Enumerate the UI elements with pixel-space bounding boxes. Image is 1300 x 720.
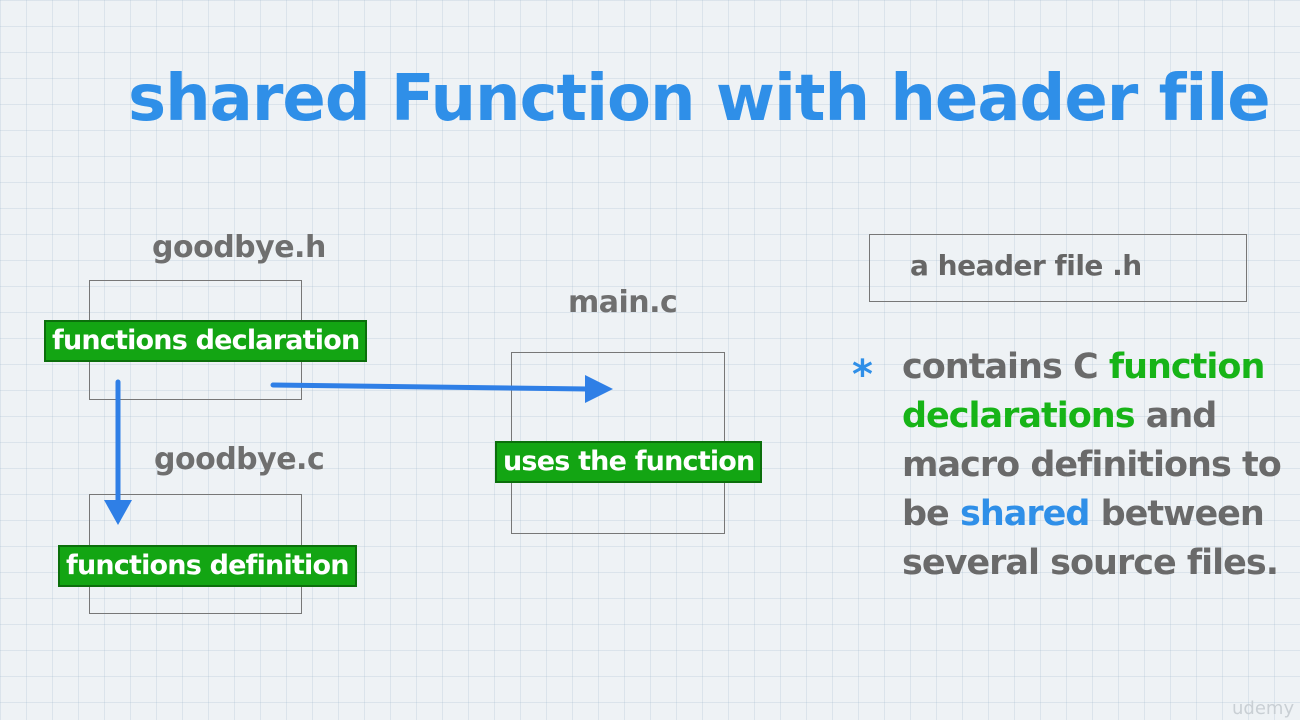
- desc-part: contains C: [902, 347, 1109, 387]
- goodbye-h-label: goodbye.h: [152, 230, 326, 265]
- goodbye-c-label: goodbye.c: [154, 442, 325, 477]
- bullet-star-icon: *: [852, 352, 873, 398]
- uses-the-function-tag: uses the function: [497, 443, 761, 481]
- desc-part: between several source files.: [902, 494, 1279, 583]
- desc-part: and macro definitions to be: [902, 396, 1282, 534]
- arrowhead-down: [104, 500, 132, 525]
- desc-highlight-shared: shared: [959, 494, 1090, 534]
- header-file-note-text: a header file .h: [910, 249, 1142, 282]
- desc-highlight-function-declarations: function declarations: [902, 347, 1265, 436]
- page-title: shared Function with header file: [128, 62, 1271, 136]
- functions-declaration-tag: functions declaration: [46, 322, 366, 360]
- header-file-description: contains C function declarations and mac…: [902, 343, 1282, 588]
- udemy-watermark: udemy: [1232, 698, 1295, 719]
- functions-definition-tag: functions definition: [60, 547, 355, 585]
- arrowhead-right: [585, 375, 613, 403]
- arrow-declaration-to-main: [270, 382, 591, 392]
- header-file-note-box: a header file .h: [869, 234, 1247, 302]
- main-c-label: main.c: [568, 285, 678, 320]
